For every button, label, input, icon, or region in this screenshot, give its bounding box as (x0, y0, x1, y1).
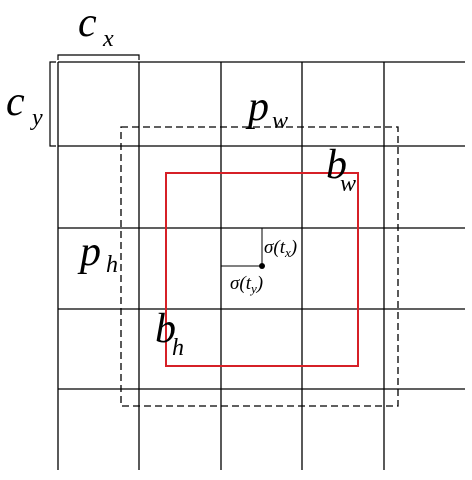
predicted-box (165, 172, 359, 367)
ph-subscript: h (106, 252, 118, 278)
sigma-ty-label: σ(ty) (230, 273, 263, 296)
cy-subscript: y (30, 105, 43, 131)
grid (57, 61, 465, 470)
center-point (259, 263, 265, 269)
bh-subscript: h (172, 335, 184, 361)
ph-label: p (77, 229, 101, 275)
cx-bracket (57, 54, 140, 60)
bw-subscript: w (340, 171, 356, 197)
sigma-tx-label: σ(tx) (264, 237, 297, 260)
bh-label: b (155, 306, 176, 352)
cy-bracket (49, 61, 56, 147)
cy-label: c (6, 79, 25, 125)
bw-label: b (326, 142, 347, 188)
cx-label: c (78, 0, 97, 46)
cx-subscript: x (102, 26, 114, 52)
anchor-box (120, 126, 399, 407)
pw-subscript: w (272, 108, 288, 134)
pw-label: p (245, 84, 269, 130)
